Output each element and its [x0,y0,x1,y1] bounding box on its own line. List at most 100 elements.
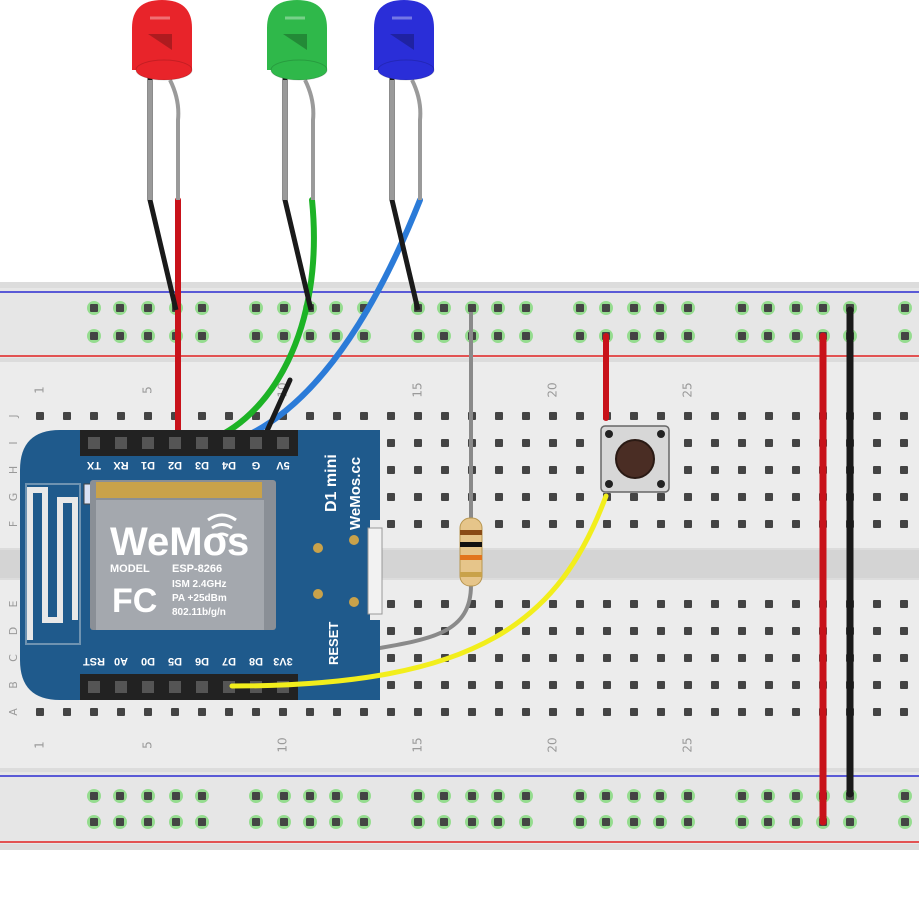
breadboard-hole[interactable] [792,708,800,716]
breadboard-hole[interactable] [684,600,692,608]
breadboard-hole[interactable] [573,301,587,315]
breadboard-hole[interactable] [738,654,746,662]
breadboard-hole[interactable] [735,815,749,829]
breadboard-hole[interactable] [657,493,665,501]
breadboard-hole[interactable] [630,708,638,716]
breadboard-hole[interactable] [738,412,746,420]
breadboard-hole[interactable] [306,708,314,716]
breadboard-hole[interactable] [738,708,746,716]
breadboard-hole[interactable] [657,681,665,689]
breadboard-hole[interactable] [789,301,803,315]
breadboard-hole[interactable] [792,412,800,420]
breadboard-hole[interactable] [898,789,912,803]
breadboard-hole[interactable] [711,520,719,528]
breadboard-hole[interactable] [141,301,155,315]
breadboard-hole[interactable] [169,815,183,829]
breadboard-hole[interactable] [360,708,368,716]
breadboard-hole[interactable] [144,412,152,420]
breadboard-hole[interactable] [873,681,881,689]
breadboard-hole[interactable] [279,708,287,716]
breadboard-hole[interactable] [711,708,719,716]
breadboard-hole[interactable] [549,493,557,501]
breadboard-hole[interactable] [522,681,530,689]
breadboard-hole[interactable] [711,439,719,447]
button-cap[interactable] [615,439,655,479]
breadboard-hole[interactable] [437,329,451,343]
breadboard-hole[interactable] [738,466,746,474]
breadboard-hole[interactable] [900,520,908,528]
breadboard-hole[interactable] [360,412,368,420]
breadboard-hole[interactable] [576,600,584,608]
breadboard-hole[interactable] [414,681,422,689]
breadboard-hole[interactable] [63,412,71,420]
breadboard-hole[interactable] [113,815,127,829]
breadboard-hole[interactable] [761,815,775,829]
breadboard-hole[interactable] [630,493,638,501]
breadboard-hole[interactable] [684,627,692,635]
breadboard-hole[interactable] [414,600,422,608]
breadboard-hole[interactable] [198,412,206,420]
breadboard-hole[interactable] [900,439,908,447]
breadboard-hole[interactable] [630,600,638,608]
breadboard-hole[interactable] [519,815,533,829]
breadboard-hole[interactable] [843,815,857,829]
breadboard-hole[interactable] [627,815,641,829]
breadboard-hole[interactable] [765,466,773,474]
red-led[interactable] [132,0,193,311]
breadboard-hole[interactable] [117,412,125,420]
breadboard-hole[interactable] [630,654,638,662]
breadboard-hole[interactable] [357,815,371,829]
breadboard-hole[interactable] [495,412,503,420]
green-wire[interactable] [202,197,317,445]
breadboard-hole[interactable] [599,301,613,315]
breadboard-hole[interactable] [437,789,451,803]
breadboard-hole[interactable] [411,815,425,829]
breadboard-hole[interactable] [789,329,803,343]
breadboard-hole[interactable] [576,708,584,716]
breadboard-hole[interactable] [522,708,530,716]
breadboard-hole[interactable] [495,520,503,528]
breadboard-hole[interactable] [441,708,449,716]
breadboard-hole[interactable] [549,412,557,420]
breadboard-hole[interactable] [765,627,773,635]
breadboard-hole[interactable] [387,493,395,501]
breadboard-hole[interactable] [792,627,800,635]
breadboard-hole[interactable] [627,789,641,803]
breadboard-hole[interactable] [576,654,584,662]
breadboard-hole[interactable] [738,627,746,635]
breadboard-hole[interactable] [576,493,584,501]
breadboard-hole[interactable] [630,520,638,528]
breadboard-hole[interactable] [63,708,71,716]
breadboard-hole[interactable] [900,654,908,662]
breadboard-hole[interactable] [735,329,749,343]
breadboard-hole[interactable] [873,520,881,528]
breadboard-hole[interactable] [761,329,775,343]
breadboard-hole[interactable] [789,789,803,803]
breadboard-hole[interactable] [387,466,395,474]
breadboard-hole[interactable] [765,412,773,420]
breadboard-hole[interactable] [465,301,479,315]
breadboard-hole[interactable] [522,520,530,528]
breadboard-hole[interactable] [573,789,587,803]
breadboard-hole[interactable] [303,329,317,343]
blue-led[interactable] [374,0,435,311]
breadboard-hole[interactable] [495,654,503,662]
breadboard-hole[interactable] [765,681,773,689]
breadboard-hole[interactable] [468,627,476,635]
breadboard-hole[interactable] [329,815,343,829]
breadboard-hole[interactable] [141,815,155,829]
breadboard-hole[interactable] [90,708,98,716]
breadboard-hole[interactable] [387,654,395,662]
breadboard-hole[interactable] [765,520,773,528]
breadboard-hole[interactable] [195,301,209,315]
breadboard-hole[interactable] [792,493,800,501]
breadboard-hole[interactable] [603,600,611,608]
breadboard-hole[interactable] [357,789,371,803]
breadboard-hole[interactable] [765,493,773,501]
breadboard-hole[interactable] [873,627,881,635]
breadboard-hole[interactable] [414,439,422,447]
breadboard-hole[interactable] [387,600,395,608]
breadboard-hole[interactable] [711,600,719,608]
breadboard-hole[interactable] [465,789,479,803]
breadboard-hole[interactable] [627,301,641,315]
